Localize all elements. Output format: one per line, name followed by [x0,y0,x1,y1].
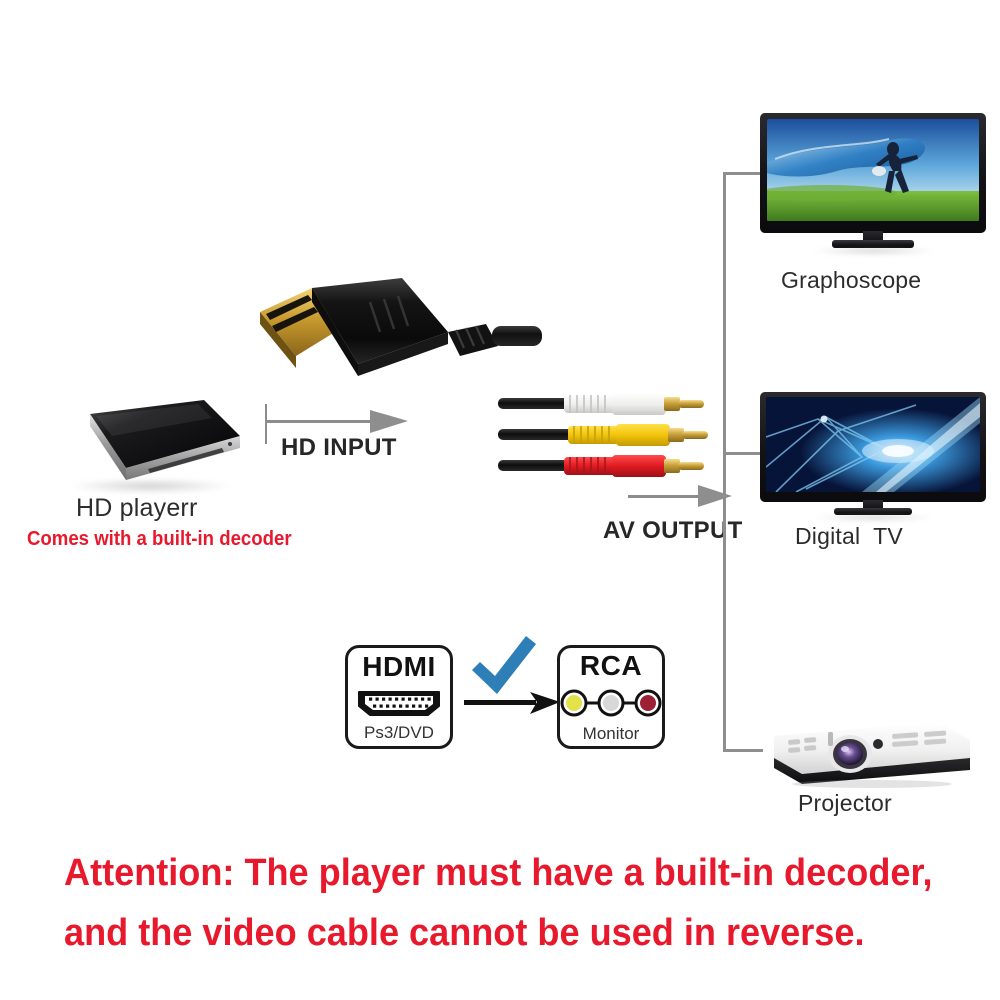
graphoscope-image [760,113,986,256]
rca-cable-image [498,393,708,477]
hdmi-plug-image [260,278,542,376]
graphoscope-label: Graphoscope [781,267,922,293]
projector-image [762,706,982,788]
digital-tv-stand-base [834,508,912,515]
legend-arrow-shaft [464,700,536,705]
legend-rca-box: RCA Monitor [557,645,665,749]
hd-player-illustration [90,400,240,480]
attention-line-1: Attention: The player must have a built-… [64,852,933,894]
av-output-label: AV OUTPUT [603,517,743,544]
black-arrow-right-icon [530,692,560,714]
output-bracket-spine [723,172,726,752]
legend-hdmi-subtitle: Ps3/DVD [364,723,434,742]
hd-player-label: HD playerr [76,494,198,522]
graphoscope-screen-content [767,119,979,221]
legend-rca-subtitle: Monitor [582,724,640,743]
hd-player-image [52,392,252,502]
hd-input-tick [265,404,267,444]
digital-tv-screen-content [766,397,980,492]
graphoscope-stand-base [832,240,914,248]
hdmi-port-icon [356,688,442,718]
av-output-arrow-head-icon [698,485,732,507]
rca-jacks-icon [556,688,666,718]
projector-label: Projector [798,790,892,816]
hd-player-note: Comes with a built-in decoder [27,528,292,550]
output-bracket-branch-bottom [723,749,763,752]
hd-input-arrow-head-icon [370,410,408,433]
output-bracket-branch-middle [723,452,763,455]
av-output-arrow-shaft [628,495,706,498]
graphoscope-shadow [812,246,936,256]
legend-hdmi-title: HDMI [362,651,436,682]
blue-checkmark-icon [472,636,536,694]
digital-tv-image [760,392,986,522]
digital-tv-stand-neck [863,500,883,510]
legend-rca-title: RCA [579,650,643,681]
digital-tv-shadow [814,513,934,522]
digital-tv-label: Digital TV [795,523,903,549]
output-bracket-branch-top [723,172,763,175]
attention-line-2: and the video cable cannot be used in re… [64,912,865,954]
legend-hdmi-box: HDMI Ps3 [345,645,453,749]
hd-input-arrow-shaft [265,420,377,423]
projector-illustration [774,722,970,788]
hd-input-label: HD INPUT [281,434,397,461]
hd-player-shadow [70,478,230,494]
